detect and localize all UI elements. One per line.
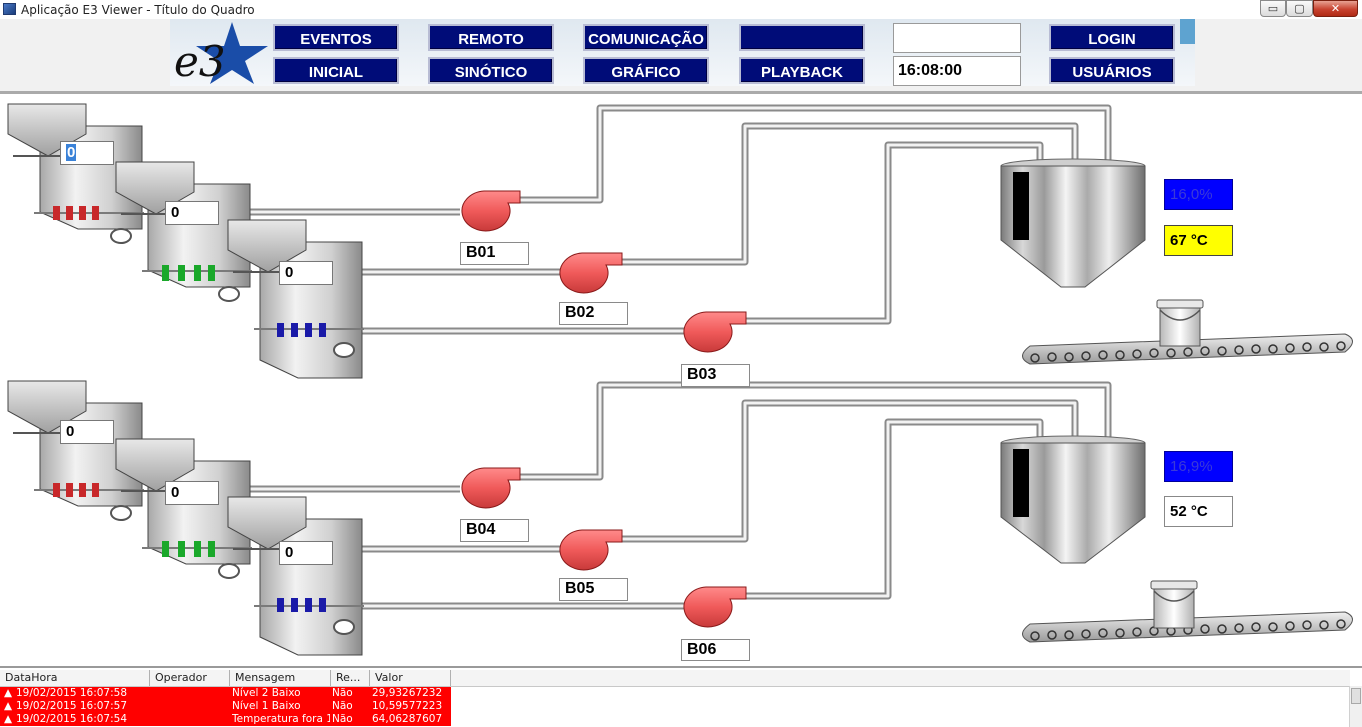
close-button[interactable]: ✕	[1313, 0, 1358, 17]
alarm-ack: Não	[332, 700, 353, 712]
alarm-triangle-icon: ▲	[4, 713, 13, 725]
machine-3	[227, 219, 364, 379]
tank-1-level: 16,0%	[1164, 179, 1233, 210]
pump-b03	[683, 311, 747, 353]
indicators-line2	[53, 483, 326, 612]
logo-text: e3	[174, 37, 226, 86]
window-titlebar: Aplicação E3 Viewer - Título do Quadro ▭…	[0, 0, 1362, 20]
window-title: Aplicação E3 Viewer - Título do Quadro	[21, 3, 255, 17]
alarm-panel: DataHora Operador Mensagem Re... Valor ▲…	[0, 666, 1362, 727]
alarm-row[interactable]: ▲ 19/02/2015 16:07:57 Nível 1 Baixo Não …	[0, 700, 451, 713]
hopper-4-value[interactable]: 0	[60, 420, 114, 444]
green-indicators-2	[162, 541, 215, 557]
alarm-operator	[155, 713, 229, 726]
red-indicators-1	[53, 206, 99, 220]
nav-eventos-button[interactable]: EVENTOS	[273, 24, 399, 51]
alarm-ack: Não	[332, 687, 353, 699]
e3-logo: e3	[174, 22, 268, 86]
tank-1-temperature: 67 °C	[1164, 225, 1233, 256]
indicators-line1	[53, 206, 326, 337]
pump-b06-label: B06	[681, 639, 750, 661]
pump-b05	[559, 529, 623, 571]
conveyor-1	[1022, 333, 1353, 365]
machine-6	[227, 496, 364, 656]
alarm-row[interactable]: ▲ 19/02/2015 16:07:54 Temperatura fora 1…	[0, 713, 451, 726]
green-indicators-1	[162, 265, 215, 281]
alarm-scrollbar[interactable]	[1349, 686, 1362, 727]
alarm-operator	[155, 687, 229, 700]
alarm-header: DataHora Operador Mensagem Re... Valor	[0, 670, 1350, 687]
pump-b01-label: B01	[460, 242, 529, 265]
bucket-2	[1150, 580, 1198, 629]
alarm-operator	[155, 700, 229, 713]
nav-comunicacao-button[interactable]: COMUNICAÇÃO	[583, 24, 709, 51]
clock-display: 16:08:00	[893, 56, 1021, 86]
red-indicators-2	[53, 483, 99, 497]
status-box	[893, 23, 1021, 53]
pump-b03-label: B03	[681, 364, 750, 387]
alarm-row[interactable]: ▲ 19/02/2015 16:07:58 Nível 2 Baixo Não …	[0, 687, 451, 700]
alarm-triangle-icon: ▲	[4, 700, 13, 712]
pump-b05-label: B05	[559, 578, 628, 601]
hopper-3-value[interactable]: 0	[279, 261, 333, 285]
tank-2-temperature: 52 °C	[1164, 496, 1233, 527]
header-separator	[0, 91, 1362, 94]
app-icon	[3, 3, 16, 15]
blue-indicators-1	[277, 323, 326, 337]
pump-b02	[559, 252, 623, 294]
alarm-value: 10,59577223	[372, 700, 443, 712]
pipes-line1	[250, 104, 1112, 335]
star-shape	[196, 22, 268, 84]
pipes-line2	[250, 381, 1112, 610]
pump-b01	[461, 190, 521, 232]
nav-blank-button[interactable]	[739, 24, 865, 51]
alarm-datetime: 19/02/2015 16:07:57	[16, 700, 128, 712]
scrollbar-thumb[interactable]	[1351, 688, 1361, 704]
hopper-6-value[interactable]: 0	[279, 541, 333, 565]
pump-b06	[683, 586, 747, 628]
alarm-message: Nível 2 Baixo	[232, 687, 301, 699]
col-reconhecido[interactable]: Re...	[331, 670, 370, 686]
alarm-message: Nível 1 Baixo	[232, 700, 301, 712]
nav-grafico-button[interactable]: GRÁFICO	[583, 57, 709, 84]
bucket-1	[1156, 299, 1204, 347]
nav-sinotico-button[interactable]: SINÓTICO	[428, 57, 554, 84]
col-mensagem[interactable]: Mensagem	[230, 670, 331, 686]
col-valor[interactable]: Valor	[370, 670, 451, 686]
alarm-datetime: 19/02/2015 16:07:54	[16, 713, 128, 725]
alarm-message: Temperatura fora 1...	[232, 713, 330, 725]
alarm-value: 29,93267232	[372, 687, 443, 699]
hopper-2-value[interactable]: 0	[165, 201, 219, 225]
blue-indicators-2	[277, 598, 326, 612]
col-datahora[interactable]: DataHora	[0, 670, 150, 686]
col-operador[interactable]: Operador	[150, 670, 230, 686]
maximize-button[interactable]: ▢	[1286, 0, 1313, 17]
tank-2	[1000, 435, 1146, 564]
usuarios-button[interactable]: USUÁRIOS	[1049, 57, 1175, 84]
pump-b04	[461, 467, 521, 509]
alarm-triangle-icon: ▲	[4, 687, 13, 699]
hopper-1-value[interactable]: 0	[60, 141, 114, 165]
alarm-ack: Não	[332, 713, 353, 725]
nav-inicial-button[interactable]: INICIAL	[273, 57, 399, 84]
hopper-5-value[interactable]: 0	[165, 481, 219, 505]
nav-remoto-button[interactable]: REMOTO	[428, 24, 554, 51]
process-synoptic	[7, 103, 1353, 656]
nav-playback-button[interactable]: PLAYBACK	[739, 57, 865, 84]
pump-b02-label: B02	[559, 302, 628, 325]
pump-b04-label: B04	[460, 519, 529, 542]
login-button[interactable]: LOGIN	[1049, 24, 1175, 51]
alarm-datetime: 19/02/2015 16:07:58	[16, 687, 128, 699]
tank-1	[1000, 158, 1146, 288]
tank-2-level: 16,9%	[1164, 451, 1233, 482]
header-accent	[1180, 19, 1195, 44]
alarm-value: 64,06287607	[372, 713, 443, 725]
minimize-button[interactable]: ▭	[1260, 0, 1286, 17]
